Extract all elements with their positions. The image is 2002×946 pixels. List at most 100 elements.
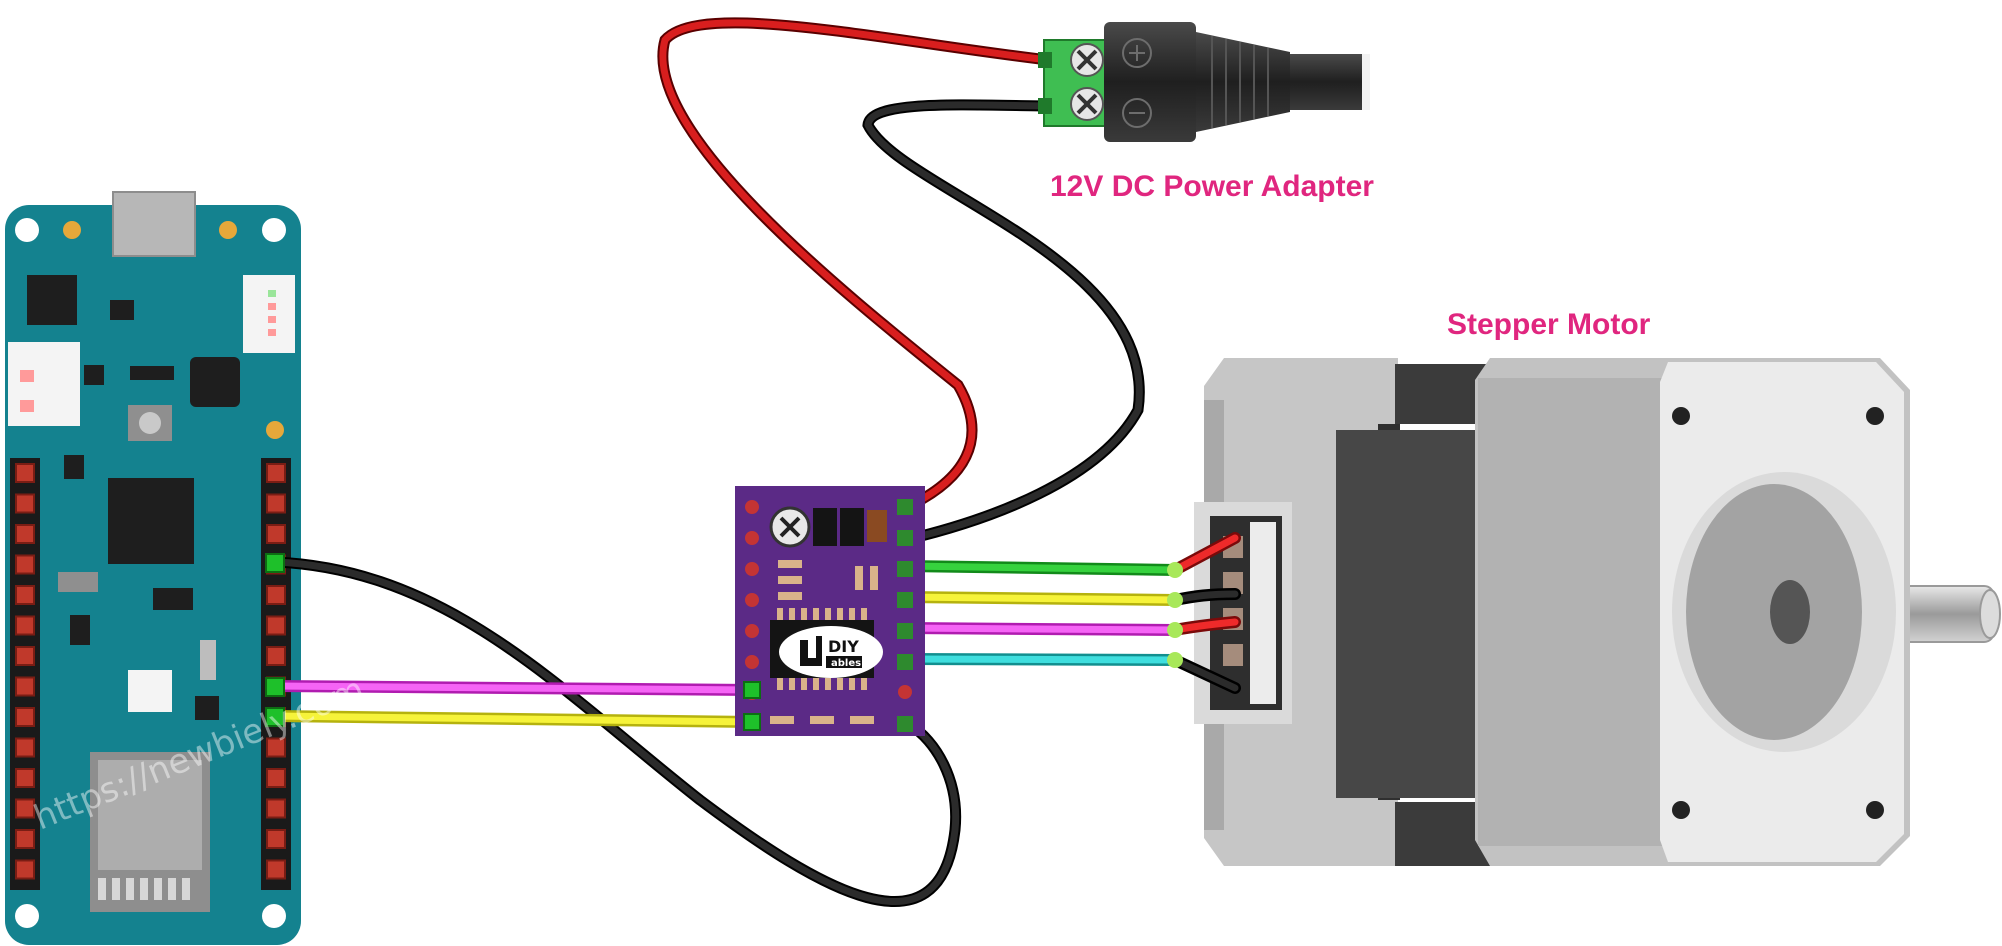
wire-yellow-motor-core <box>901 593 1179 604</box>
connector <box>243 275 295 353</box>
header-pin <box>15 737 35 758</box>
wire-cyan-motor-core <box>901 655 1179 664</box>
header-pin <box>266 646 286 666</box>
header-pin <box>266 493 286 514</box>
wire-black-ground-core <box>272 558 960 905</box>
resistor <box>855 566 863 590</box>
header-pin <box>266 585 286 605</box>
header-pin <box>15 524 35 544</box>
resistor <box>778 576 802 584</box>
driver-logo-line1: DIY <box>828 637 859 656</box>
usb-connector <box>112 191 196 257</box>
wire-yellow-signal-core <box>272 712 758 726</box>
header-pin <box>15 463 35 483</box>
terminal-hole <box>1038 52 1052 68</box>
header-pin <box>15 859 35 880</box>
resistor <box>870 566 878 590</box>
screw-cross-icon <box>1076 49 1098 115</box>
stepper-driver-board: DIY ables <box>735 486 925 736</box>
header-pin <box>15 646 35 666</box>
antenna-pattern <box>98 878 190 900</box>
header-pin <box>15 768 35 788</box>
wire-magenta-motor-core <box>901 624 1179 634</box>
component <box>84 365 104 385</box>
header-pin <box>15 585 35 605</box>
led <box>63 221 81 239</box>
component <box>130 366 174 380</box>
driver-logo-line2: ables <box>831 658 861 669</box>
chip <box>153 588 193 610</box>
connector-pin <box>268 329 276 336</box>
mounting-hole <box>15 218 39 242</box>
connector-pin <box>20 400 34 412</box>
mounting-screw <box>1672 407 1690 425</box>
driver-pin <box>745 593 759 607</box>
wire-red-power <box>657 17 1054 514</box>
header-pin <box>266 768 286 788</box>
stepper-motor-label: Stepper Motor <box>1447 308 1651 341</box>
mounting-screw <box>1672 801 1690 819</box>
jack-strain-relief <box>1196 32 1290 132</box>
header-pin <box>266 463 286 483</box>
chip <box>190 357 240 407</box>
mounting-screw <box>1866 801 1884 819</box>
driver-pin <box>745 655 759 669</box>
component <box>110 300 134 320</box>
wires <box>270 17 1181 907</box>
right-pin-header <box>261 458 291 890</box>
header-pin <box>15 493 35 514</box>
chip <box>108 478 194 564</box>
header-pin <box>266 737 286 758</box>
driver-pin <box>745 562 759 576</box>
dc-power-adapter <box>1038 22 1370 142</box>
connector-pin <box>20 370 34 382</box>
chip <box>27 275 77 325</box>
wire-magenta-signal-core <box>272 682 758 694</box>
driver-left-pins <box>743 500 761 731</box>
motor-front-band <box>1478 378 1668 846</box>
jack-housing <box>1104 22 1196 142</box>
led <box>219 221 237 239</box>
mounting-hole <box>262 218 286 242</box>
wire-red-power-core <box>659 19 1052 512</box>
connector-pin <box>268 316 276 323</box>
left-pin-header <box>10 458 40 890</box>
connector-pin <box>268 303 276 310</box>
capacitor <box>867 510 887 542</box>
led <box>266 421 284 439</box>
driver-wire-end <box>743 681 761 699</box>
chip <box>70 615 90 645</box>
motor-connector-inner <box>1250 522 1276 704</box>
jack-barrel <box>1290 54 1370 110</box>
mounting-hole <box>262 904 286 928</box>
mounting-screw <box>1866 407 1884 425</box>
left-pins <box>15 463 35 880</box>
header-pin <box>15 829 35 849</box>
white-component <box>128 670 172 712</box>
header-pin <box>15 615 35 636</box>
resistor <box>778 592 802 600</box>
motor-bearing <box>1770 580 1810 644</box>
connector <box>8 342 80 426</box>
component <box>58 572 98 592</box>
power-adapter-label: 12V DC Power Adapter <box>1050 170 1374 203</box>
terminal-hole <box>1038 98 1052 114</box>
wifi-module-shield <box>98 760 202 870</box>
driver-pin <box>745 624 759 638</box>
plus-icon <box>1122 38 1152 68</box>
driver-right-pins <box>897 499 913 732</box>
driver-logo-line2-bg <box>826 656 862 668</box>
header-pin <box>15 707 35 727</box>
reset-button-cap <box>139 412 161 434</box>
capacitor <box>813 508 837 546</box>
stepper-motor <box>1167 358 2001 866</box>
capacitor <box>840 508 864 546</box>
header-pin <box>266 829 286 849</box>
driver-wire-end <box>743 713 761 731</box>
motor-shaft-tip <box>1979 589 2001 639</box>
header-pin <box>266 798 286 819</box>
driver-pin <box>745 500 759 514</box>
pad <box>810 716 834 724</box>
pad <box>850 716 874 724</box>
